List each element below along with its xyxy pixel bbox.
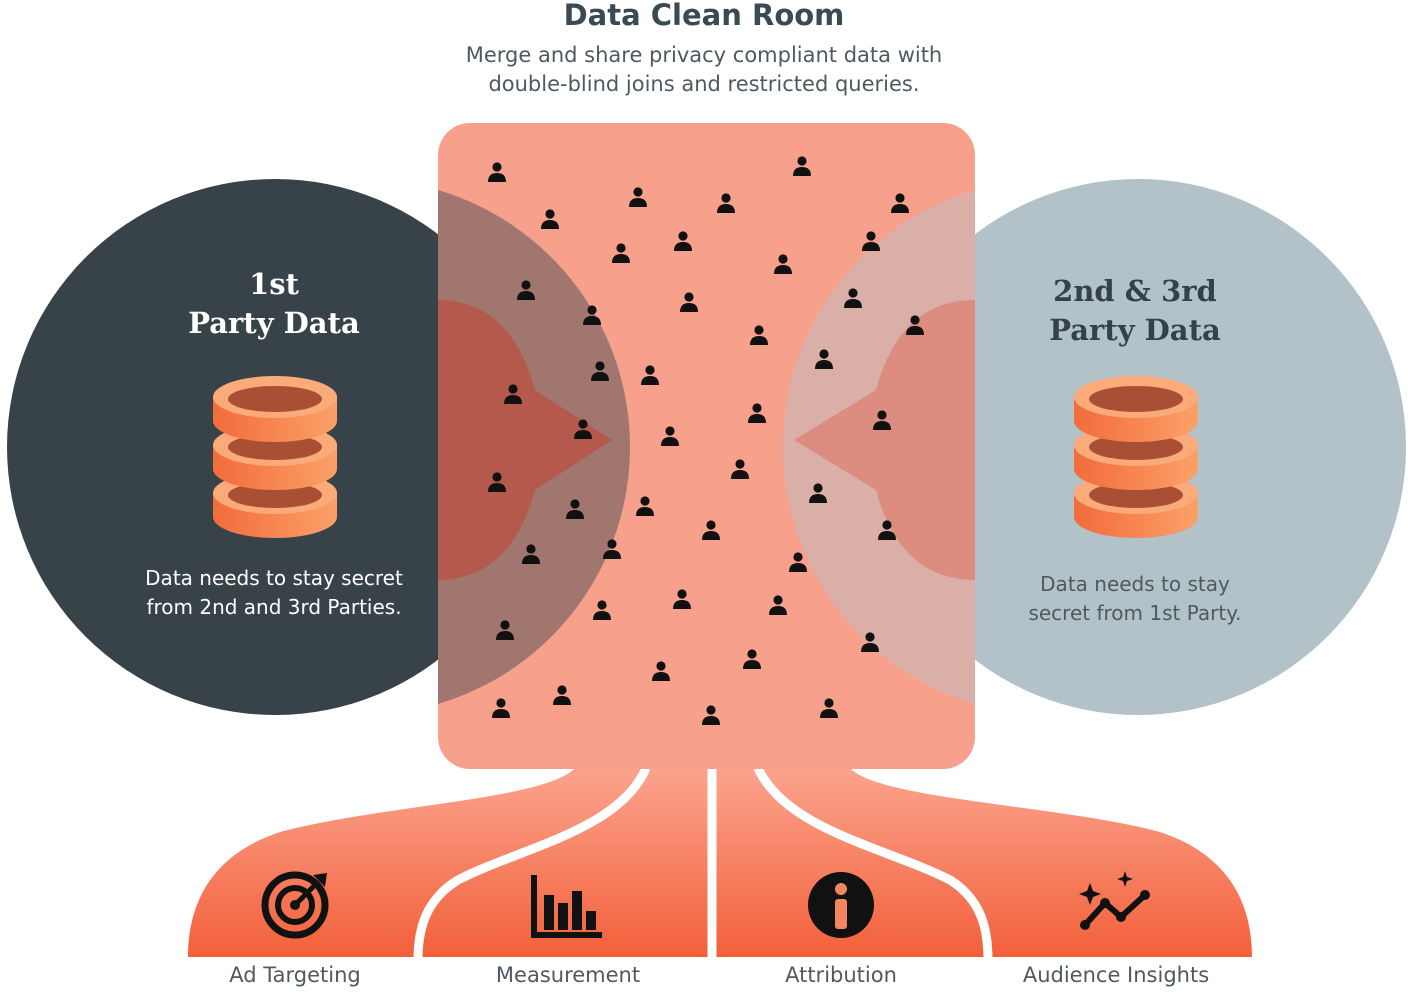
first-party-note: Data needs to stay secret from 2nd and 3… — [104, 564, 444, 622]
sparkle-trend-icon — [1079, 871, 1150, 930]
third-party-title-line-1: 2nd & 3rd — [1053, 274, 1217, 308]
output-label-attribution: Attribution — [785, 963, 897, 987]
clean-room-box — [438, 123, 975, 769]
first-party-database-icon — [213, 376, 337, 538]
bar-chart-icon — [531, 875, 602, 938]
third-party-note-line-2: secret from 1st Party. — [1028, 601, 1242, 625]
page-subtitle: Merge and share privacy compliant data w… — [0, 41, 1408, 99]
flow-separator-left — [413, 766, 651, 961]
person-info-icon — [808, 872, 874, 938]
first-party-note-line-1: Data needs to stay secret — [145, 566, 403, 590]
flow-branches — [188, 768, 1252, 957]
first-party-title-line-1: 1st — [249, 267, 299, 301]
subtitle-line-2: double-blind joins and restricted querie… — [488, 72, 920, 96]
third-party-title-line-2: Party Data — [1049, 313, 1221, 347]
output-label-audience-insights: Audience Insights — [1022, 963, 1210, 987]
page-title: Data Clean Room — [563, 0, 845, 32]
right-inlet-arrow — [794, 300, 975, 580]
third-party-title: 2nd & 3rd Party Data — [985, 272, 1285, 350]
first-party-note-line-2: from 2nd and 3rd Parties. — [146, 595, 402, 619]
third-party-note-line-1: Data needs to stay — [1040, 572, 1230, 596]
subtitle-line-1: Merge and share privacy compliant data w… — [465, 43, 943, 67]
output-label-measurement: Measurement — [495, 963, 641, 987]
first-party-title: 1st Party Data — [124, 265, 424, 343]
target-icon — [261, 871, 329, 939]
left-inlet-arrow — [438, 300, 612, 580]
first-party-title-line-2: Party Data — [188, 306, 360, 340]
third-party-database-icon — [1074, 376, 1198, 538]
output-label-ad-targeting: Ad Targeting — [229, 963, 361, 987]
flow-separator-right — [753, 766, 993, 961]
third-party-note: Data needs to stay secret from 1st Party… — [985, 570, 1285, 628]
